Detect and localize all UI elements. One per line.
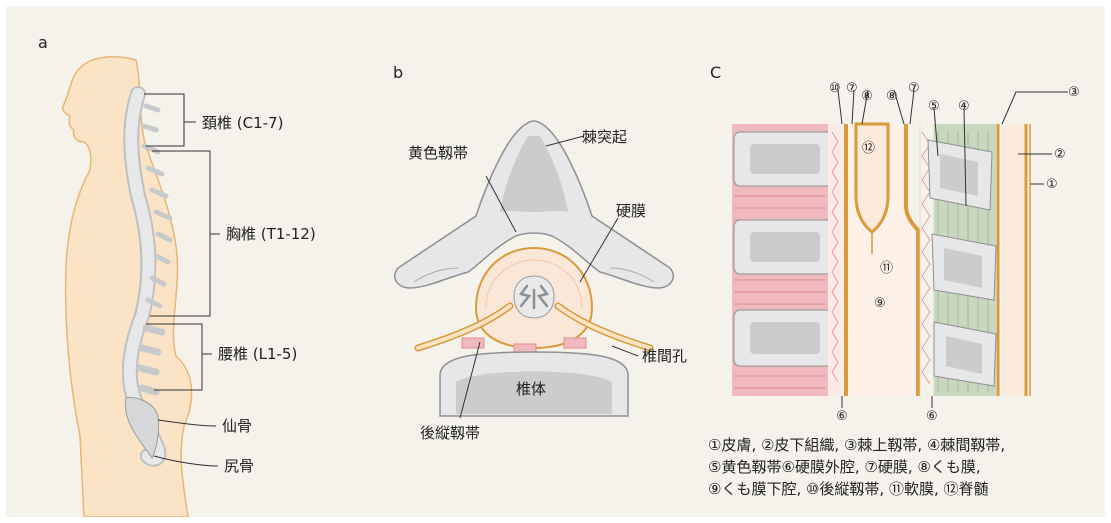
label-ligamentum-flavum: 黄色靱帯 [408, 144, 468, 162]
panel-a: a 頚椎 (C1-7) 胸椎 (T1-12) 腰椎 (L1-5) 仙骨 尻骨 [38, 33, 316, 517]
marker-6-right: ⑥ [926, 409, 938, 424]
label-posterior-longitudinal-ligament: 後縦靱帯 [420, 424, 480, 442]
panel-c-letter: C [710, 63, 721, 82]
label-sacrum: 仙骨 [222, 417, 252, 435]
label-intervertebral-foramen: 椎間孔 [642, 347, 687, 365]
legend-line-2: ⑤黄色靱帯⑥硬膜外腔, ⑦硬膜, ⑧くも膜, [708, 458, 981, 476]
label-dura: 硬膜 [616, 202, 646, 220]
marker-4: ④ [958, 99, 970, 114]
vertebral-bodies [734, 132, 834, 366]
marker-8-left: ⑧ [861, 89, 873, 104]
anatomy-figure: a 頚椎 (C1-7) 胸椎 (T1-12) 腰椎 (L1-5) 仙骨 尻骨 b [6, 6, 1105, 517]
legend-line-3: ⑨くも膜下腔, ⑩後縦靱帯, ⑪軟膜, ⑫脊髄 [708, 480, 989, 498]
legend-line-1: ①皮膚, ②皮下組織, ③棘上靱帯, ④棘間靱帯, [708, 436, 1005, 454]
label-lumbar: 腰椎 (L1-5) [218, 345, 297, 363]
label-spinous-process: 棘突起 [582, 128, 627, 146]
marker-12: ⑫ [862, 141, 875, 156]
label-coccyx: 尻骨 [224, 457, 254, 475]
label-vertebral-body: 椎体 [516, 380, 546, 398]
marker-1: ① [1046, 177, 1058, 192]
marker-5: ⑤ [928, 99, 940, 114]
marker-2: ② [1054, 147, 1066, 162]
marker-8-right: ⑧ [886, 89, 898, 104]
label-thoracic: 胸椎 (T1-12) [226, 225, 316, 243]
panel-b-letter: b [393, 63, 403, 82]
panel-b: b 黄色靱帯 棘突起 硬膜 椎 [393, 63, 687, 442]
marker-6-left: ⑥ [836, 409, 848, 424]
marker-11: ⑪ [880, 261, 893, 276]
label-cervical: 頚椎 (C1-7) [202, 114, 283, 132]
marker-9: ⑨ [874, 296, 886, 311]
marker-7-left: ⑦ [846, 81, 858, 96]
marker-10: ⑩ [829, 81, 841, 96]
panel-c: C [708, 63, 1080, 498]
marker-3: ③ [1068, 85, 1080, 100]
panel-a-letter: a [38, 33, 48, 52]
marker-7-right: ⑦ [908, 81, 920, 96]
spinous-processes [928, 140, 996, 386]
